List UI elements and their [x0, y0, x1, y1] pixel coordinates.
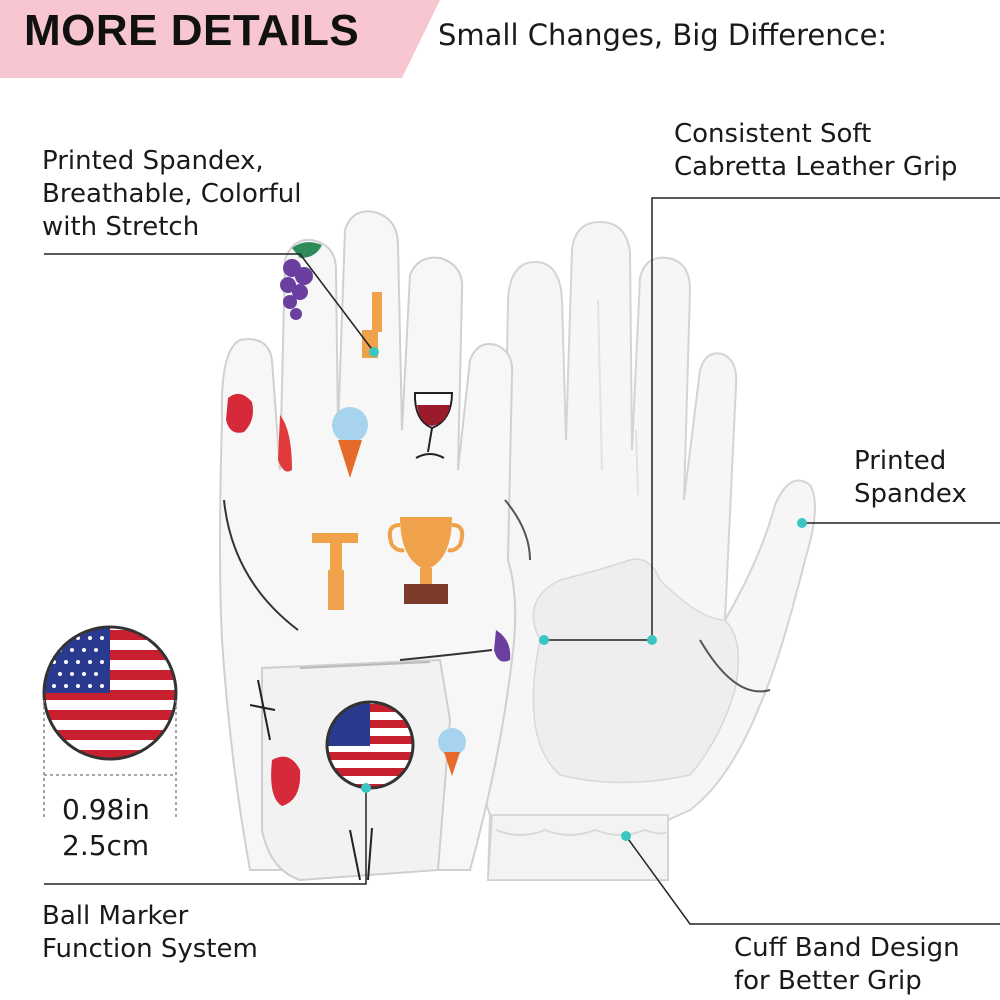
- callout-lines: [44, 197, 1000, 925]
- size-dimension-lines: [43, 700, 177, 820]
- printed-glove: [219, 210, 531, 882]
- marker-size: 0.98in 2.5cm: [62, 792, 150, 864]
- callout-cuff-band: Cuff Band Design for Better Grip: [734, 933, 960, 996]
- page-title: MORE DETAILS: [24, 6, 360, 55]
- callout-printed-spandex-breathable: Printed Spandex, Breathable, Colorful wi…: [42, 146, 302, 242]
- marker-size-inches: 0.98in: [62, 793, 150, 826]
- callout-printed-spandex: Printed Spandex: [854, 446, 967, 509]
- ball-marker-large: [42, 625, 178, 761]
- page-subtitle: Small Changes, Big Difference:: [438, 18, 888, 52]
- callout-dots: [361, 347, 807, 841]
- header-banner: [0, 0, 440, 78]
- marker-size-cm: 2.5cm: [62, 829, 150, 862]
- callout-leather-grip: Consistent Soft Cabretta Leather Grip: [674, 119, 958, 182]
- callout-ball-marker: Ball Marker Function System: [42, 901, 258, 964]
- palm-glove: [470, 220, 816, 881]
